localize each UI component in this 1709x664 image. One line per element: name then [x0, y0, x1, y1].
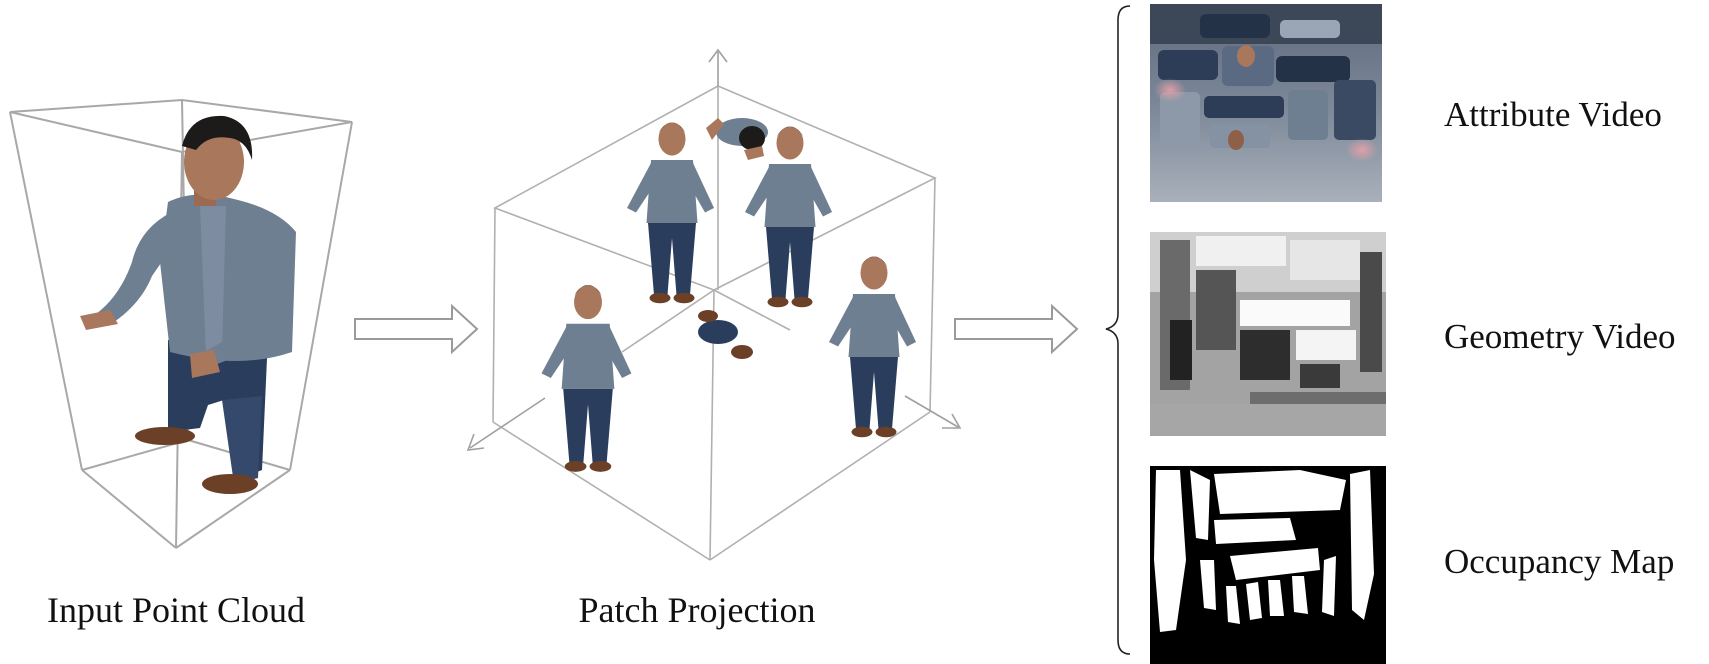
- projected-patch-front: [541, 285, 632, 472]
- geometry-video-image: [1150, 232, 1386, 436]
- output-brace: [1105, 5, 1131, 655]
- input-person-figure: [80, 115, 296, 494]
- label-input-point-cloud: Input Point Cloud: [47, 590, 305, 630]
- projected-patch-right: [829, 256, 916, 438]
- arrow-projection-to-videos: [954, 303, 1079, 355]
- occupancy-map-image: [1150, 466, 1386, 664]
- label-attribute-video: Attribute Video: [1444, 95, 1662, 134]
- projected-patch-left: [627, 122, 714, 304]
- projection-cube: [492, 85, 937, 561]
- projected-patch-top: [706, 118, 768, 160]
- label-geometry-video: Geometry Video: [1444, 317, 1676, 356]
- projected-patch-bottom: [698, 310, 753, 359]
- label-patch-projection: Patch Projection: [579, 590, 816, 630]
- arrow-input-to-projection: [354, 303, 479, 355]
- label-occupancy-map: Occupancy Map: [1444, 542, 1674, 581]
- projection-axes: [466, 48, 962, 451]
- attribute-video-image: [1150, 4, 1382, 202]
